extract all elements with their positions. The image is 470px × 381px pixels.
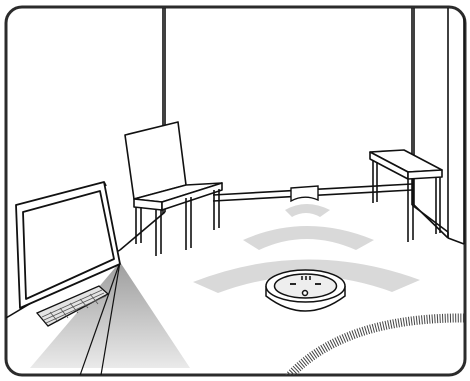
room-illustration (0, 0, 470, 381)
